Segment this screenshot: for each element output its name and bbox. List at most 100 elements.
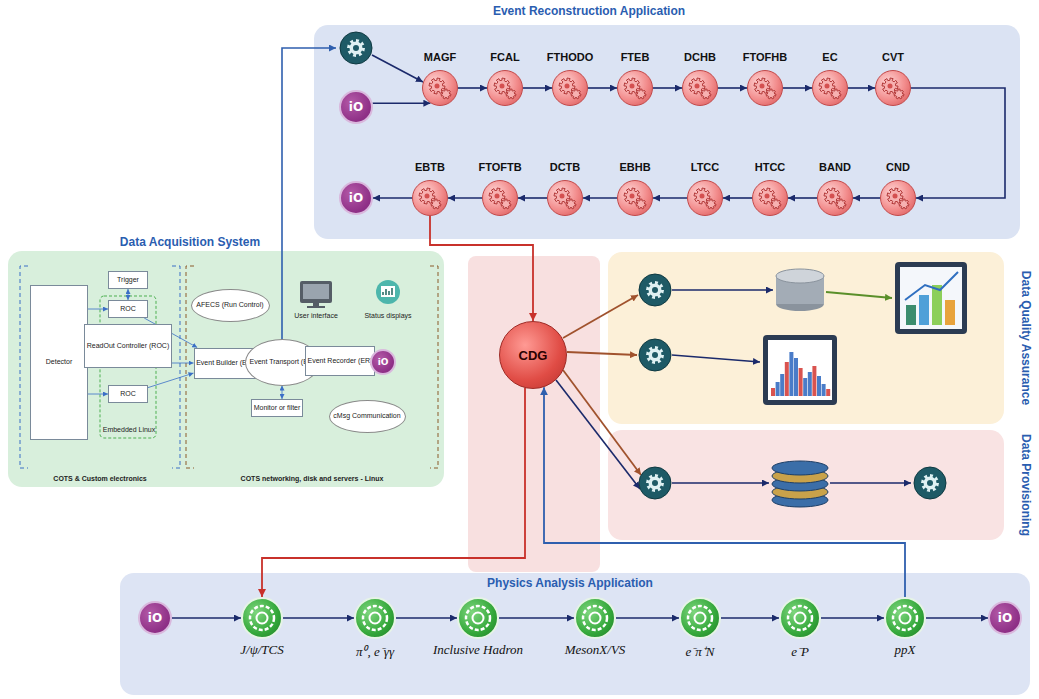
component-box: ReadOut Controller (ROC) [84,324,172,368]
connector [172,617,241,619]
gear-badge [639,467,671,499]
gear-hole [825,84,830,89]
connector [172,363,194,364]
service-name: CND [886,161,910,173]
service-name: FCAL [490,51,519,63]
flow-line [672,482,769,484]
component-name: Detector [46,358,72,366]
gear-shape [431,199,441,209]
component-box: ROC [108,300,148,318]
gear-hole [500,84,505,89]
component-name: ROC [120,390,136,398]
gear-glyph [753,181,787,215]
histogram-bar [776,382,780,396]
analysis-glyph [356,599,394,637]
gear-shape [636,199,646,209]
connector [721,617,779,619]
gear-shape [347,39,365,57]
ring [893,606,917,630]
gear-glyph [548,181,582,215]
histogram-bar [812,366,816,396]
service-name: HTCC [755,161,786,173]
component-name: cMsg Communication [333,412,400,420]
component-name: AFECS (Run Control) [196,301,263,309]
service-name: CVT [882,51,904,63]
service-circle: EBHB [617,180,653,216]
analysis-glyph [781,599,819,637]
gear-shape [501,199,511,209]
service-name: FTEB [621,51,650,63]
analysis-glyph [886,599,924,637]
ring [370,613,381,624]
panel-title: Physics Analysis Application [487,576,653,590]
service-name: DCHB [684,51,716,63]
connector [458,87,487,89]
analysis-name: e⁻π⁺N [686,642,715,660]
gear-glyph [413,181,447,215]
connector [723,197,752,199]
connector [128,289,129,300]
analysis-glyph [243,599,281,637]
gear-hole [888,84,893,89]
connector [523,87,552,89]
gear-badge [639,274,671,306]
gear-glyph [748,71,782,105]
panel-title: Data Acquisition System [120,235,260,249]
service-circle: FCAL [487,70,523,106]
gear-glyph [876,71,910,105]
gear-shape [701,89,711,99]
component-box: ROC [108,385,148,403]
analysis-glyph [681,599,719,637]
analysis-name: Inclusive Hadron [433,642,523,658]
io-mark: iO [378,357,389,367]
connector [821,617,884,619]
analysis-name: MesonX/VS [565,642,626,658]
gear-shape [836,199,846,209]
service-circle: DCHB [682,70,718,106]
gear-glyph [683,71,717,105]
service-circle: FTEB [617,70,653,106]
ring [688,606,712,630]
ring [795,613,806,624]
connector [616,617,679,619]
ring [363,606,387,630]
ring [695,613,706,624]
service-circle: EC [812,70,848,106]
note-label: COTS & Custom electronics [53,475,146,482]
gear-shape [766,89,776,99]
connector [88,309,108,310]
component-name: Event Recorder (ER) [308,357,373,365]
connector [653,197,687,199]
gear-glyph [688,181,722,215]
database-icon [776,269,824,311]
gear-glyph [813,71,847,105]
gear-glyph [423,71,457,105]
service-name: MAGF [424,51,456,63]
gear-hole [435,84,440,89]
connector [583,197,617,199]
gear-hole [630,194,635,199]
note-label: User interface [294,312,338,319]
analysis-circle: e⁻π⁺N [679,597,721,639]
service-circle: CVT [875,70,911,106]
ring [466,606,490,630]
component-name: Trigger [117,276,139,284]
gear-glyph [553,71,587,105]
gear-hole [425,194,430,199]
gear-shape [646,281,664,299]
ring [257,613,268,624]
note-label: COTS networking, disk and servers - Linu… [241,475,384,482]
service-name: BAND [819,161,851,173]
analysis-glyph [576,599,614,637]
gear-hole [565,84,570,89]
gear-shape [771,199,781,209]
gear-hole [652,352,658,358]
component-box: Event Recorder (ER) [305,346,375,376]
connector [853,197,880,199]
histogram-bar [789,352,793,396]
data-store-icon [772,461,828,507]
service-circle: FTOFTB [482,180,518,216]
cdg-region [468,256,600,572]
gear-badge [639,339,671,371]
gear-hole [652,287,658,293]
